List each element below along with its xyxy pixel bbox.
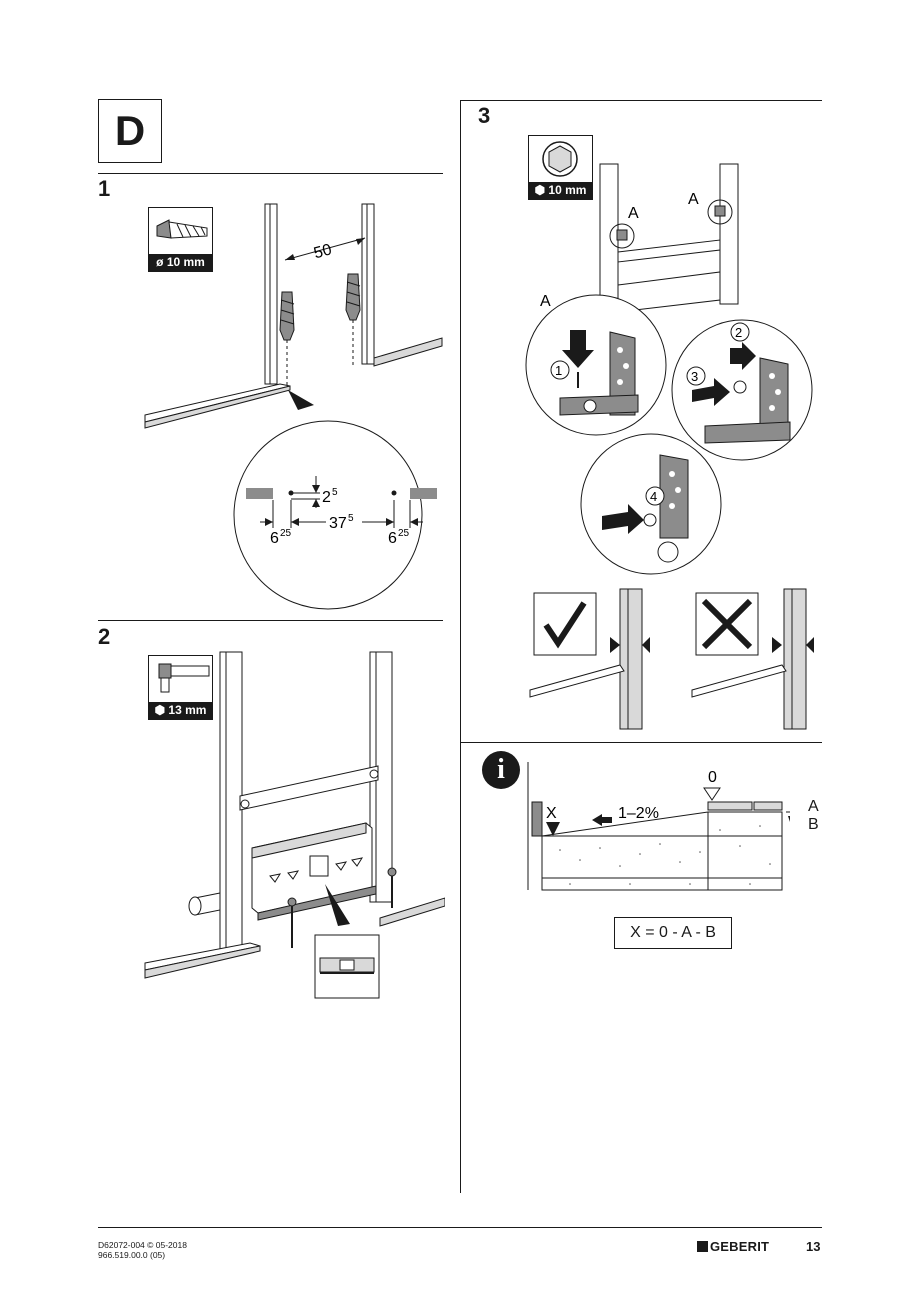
- hex-socket-icon: [529, 136, 592, 182]
- tool-label-drill: ø 10 mm: [149, 254, 212, 271]
- brand-text: GEBERIT: [710, 1239, 770, 1254]
- floor-slope-diagram: 0 X 1–2%: [527, 762, 790, 891]
- spirit-level-detail: [314, 934, 380, 999]
- label-a-small-2: A: [688, 191, 699, 208]
- step2-illustration: [144, 651, 445, 999]
- tool-badge-drill: ø 10 mm: [148, 207, 213, 272]
- footer-doc-ref: D62072-004 © 05-2018 966.519.00.0 (05): [98, 1240, 187, 1260]
- dim-left-sup: 25: [280, 528, 292, 539]
- tool-label-hex: ⬢ 10 mm: [529, 182, 592, 199]
- sub-step-1: 1: [555, 363, 562, 378]
- page-number: 13: [806, 1239, 821, 1254]
- info-icon: i: [482, 751, 520, 789]
- cross-icon: [701, 598, 753, 650]
- section-letter-box: D: [98, 99, 162, 163]
- left-rail-profile: [144, 203, 291, 429]
- dim-right: 6: [388, 530, 397, 547]
- correct-wrong-illustration: [529, 588, 814, 730]
- detail-circle-1: 1: [525, 294, 667, 436]
- rule-footer: [98, 1227, 822, 1228]
- column-divider: [460, 100, 461, 1193]
- dim-vertical: 2: [322, 489, 331, 506]
- tool-label-wrench-text: 13 mm: [168, 703, 207, 717]
- sub-step-4: 4: [650, 489, 657, 504]
- dimension-50: 50: [284, 237, 366, 262]
- rule-info-top: [460, 742, 822, 743]
- detail-circle-4: 4: [580, 433, 722, 575]
- brand-square-icon: [697, 1241, 708, 1252]
- dim-left: 6: [270, 530, 279, 547]
- dim-center: 37: [329, 515, 347, 532]
- left-profile: [219, 651, 243, 953]
- tool-badge-hex: ⬢ 10 mm: [528, 135, 593, 200]
- label-a-detail: A: [540, 293, 551, 310]
- wall-plug-right: [345, 273, 361, 366]
- nut-icon: ⬢: [154, 703, 166, 717]
- label-zero: 0: [708, 769, 717, 786]
- check-icon: [543, 601, 587, 649]
- rule-step1-top: [98, 173, 443, 174]
- step1-illustration: 50 2 5: [144, 203, 443, 610]
- tool-badge-wrench: ⬢ 13 mm: [148, 655, 213, 720]
- right-rail-profile: [361, 203, 443, 367]
- sub-step-3: 3: [691, 369, 698, 384]
- step3-illustration: A A A 1 2 3 4: [525, 163, 813, 575]
- socket-wrench-icon: [149, 656, 212, 702]
- label-x: X: [546, 805, 557, 822]
- rule-step2-top: [98, 620, 443, 621]
- detail-circle: 2 5 37 5 6 25 6 25: [233, 420, 437, 610]
- label-b-height: B: [808, 816, 819, 833]
- dim-vertical-sup: 5: [332, 487, 338, 498]
- step-3-number: 3: [478, 103, 491, 128]
- formula-box: X = 0 - A - B: [614, 917, 732, 949]
- drill-bit-icon: [149, 208, 212, 254]
- dim-right-sup: 25: [398, 528, 410, 539]
- label-a-small-1: A: [628, 205, 639, 222]
- brand-logo: GEBERIT: [697, 1239, 769, 1254]
- footer-doc-line2: 966.519.00.0 (05): [98, 1250, 166, 1260]
- wall-plug-left: [279, 291, 295, 386]
- step-1-number: 1: [98, 176, 111, 201]
- step-2-number: 2: [98, 624, 111, 649]
- dimension-50-label: 50: [312, 241, 334, 262]
- detail-circle-2: 2 3: [671, 319, 813, 461]
- sub-step-2: 2: [735, 325, 742, 340]
- section-letter: D: [114, 107, 146, 154]
- formula-text: X = 0 - A - B: [630, 924, 716, 941]
- label-a-height: A: [808, 798, 819, 815]
- rule-step3-top: [460, 100, 822, 101]
- nut-icon: ⬢: [534, 183, 546, 197]
- correct-box: [533, 592, 597, 656]
- tool-label-wrench: ⬢ 13 mm: [149, 702, 212, 719]
- dim-center-sup: 5: [348, 513, 354, 524]
- footer-doc-line1: D62072-004 © 05-2018: [98, 1240, 187, 1250]
- label-slope: 1–2%: [618, 805, 659, 822]
- tool-label-hex-text: 10 mm: [548, 183, 587, 197]
